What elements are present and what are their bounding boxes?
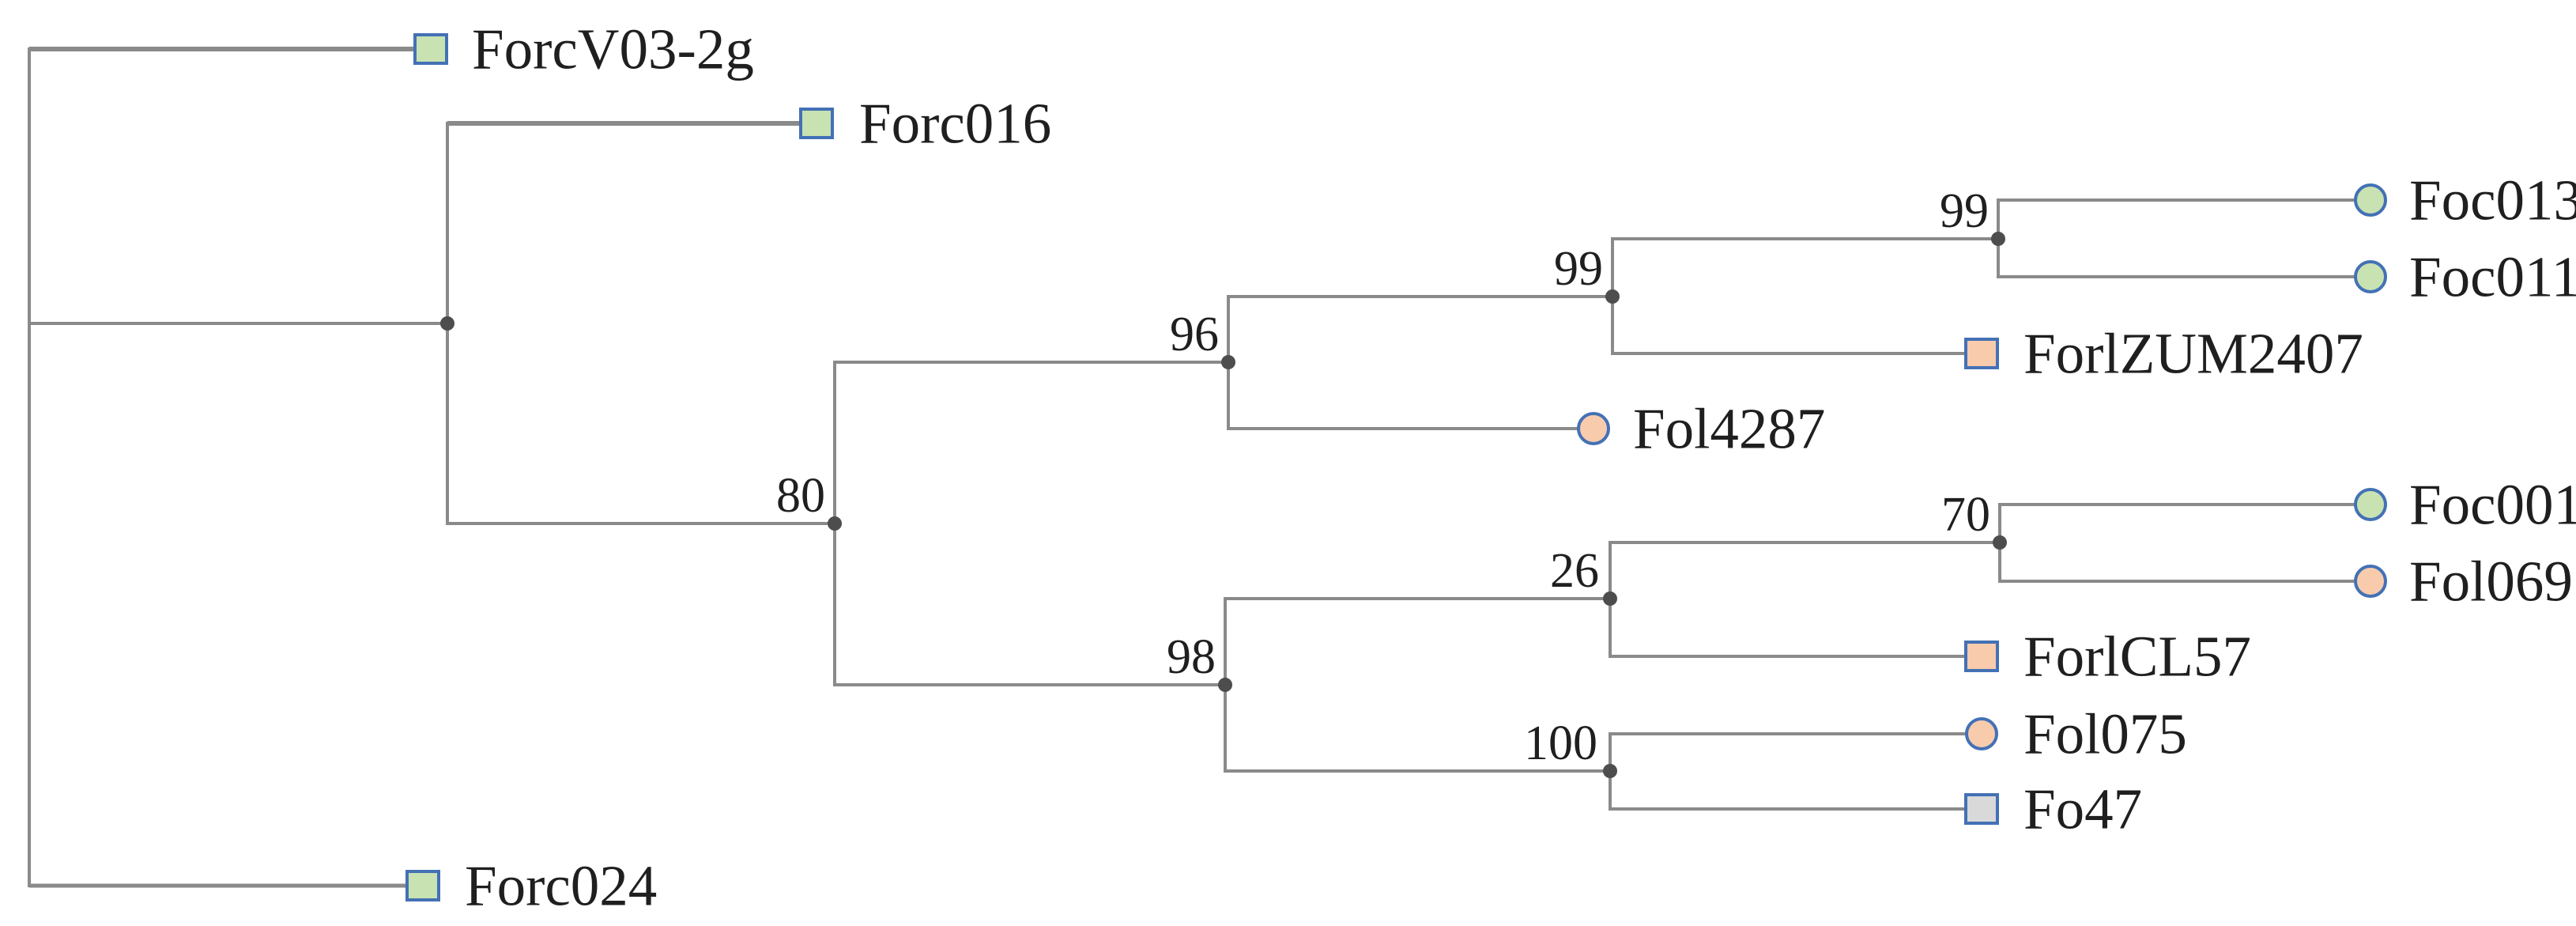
bootstrap-support-value: 99 bbox=[1554, 242, 1603, 296]
internal-node-dot bbox=[440, 316, 454, 331]
taxon-label-foc011: Foc011 bbox=[2409, 245, 2576, 309]
tip-marker-square-forlzum2407 bbox=[1964, 338, 1999, 369]
internal-node-dot bbox=[1605, 289, 1620, 304]
bootstrap-support-value: 98 bbox=[1167, 630, 1216, 684]
tip-marker-square-forc024 bbox=[405, 870, 440, 901]
tip-marker-circle-foc013 bbox=[2354, 183, 2387, 217]
taxon-label-forc016: Forc016 bbox=[859, 92, 1051, 156]
taxon-label-forcv032g: ForcV03-2g bbox=[472, 17, 754, 81]
internal-node-dot bbox=[1221, 355, 1235, 369]
taxon-label-forlcl57: ForlCL57 bbox=[2023, 625, 2251, 689]
taxon-label-fo47: Fo47 bbox=[2023, 777, 2142, 841]
bootstrap-support-value: 100 bbox=[1524, 716, 1597, 770]
bootstrap-support-value: 80 bbox=[776, 469, 825, 523]
bootstrap-support-value: 70 bbox=[1941, 488, 1990, 542]
tip-marker-square-forc016 bbox=[799, 108, 834, 139]
taxon-label-forlzum2407: ForlZUM2407 bbox=[2023, 322, 2363, 386]
tip-marker-circle-fol4287 bbox=[1577, 412, 1610, 445]
taxon-label-fol075: Fol075 bbox=[2023, 702, 2187, 766]
internal-node-dot bbox=[1218, 678, 1232, 692]
bootstrap-support-value: 99 bbox=[1940, 184, 1989, 238]
taxon-label-forc024: Forc024 bbox=[465, 854, 657, 918]
taxon-label-fol069: Fol069 bbox=[2409, 550, 2573, 614]
tip-marker-square-fo47 bbox=[1964, 793, 1999, 825]
internal-node-dot bbox=[828, 516, 842, 531]
tip-marker-square-forlcl57 bbox=[1964, 641, 1999, 672]
taxon-label-foc013: Foc013 bbox=[2409, 168, 2576, 232]
internal-node-dot bbox=[1993, 535, 2007, 550]
taxon-label-foc001: Foc001 bbox=[2409, 473, 2576, 537]
tip-marker-circle-foc001 bbox=[2354, 488, 2387, 521]
internal-node-dot bbox=[1603, 592, 1617, 606]
internal-node-dot bbox=[1991, 232, 2005, 246]
tip-marker-circle-fol069 bbox=[2354, 565, 2387, 598]
internal-node-dot bbox=[1603, 764, 1617, 778]
tip-marker-circle-fol075 bbox=[1965, 717, 1998, 750]
bootstrap-support-value: 96 bbox=[1170, 308, 1219, 361]
taxon-label-fol4287: Fol4287 bbox=[1633, 397, 1825, 461]
bootstrap-support-value: 26 bbox=[1550, 544, 1599, 598]
tip-marker-circle-foc011 bbox=[2354, 260, 2387, 293]
tip-marker-square-forcv032g bbox=[413, 33, 448, 65]
